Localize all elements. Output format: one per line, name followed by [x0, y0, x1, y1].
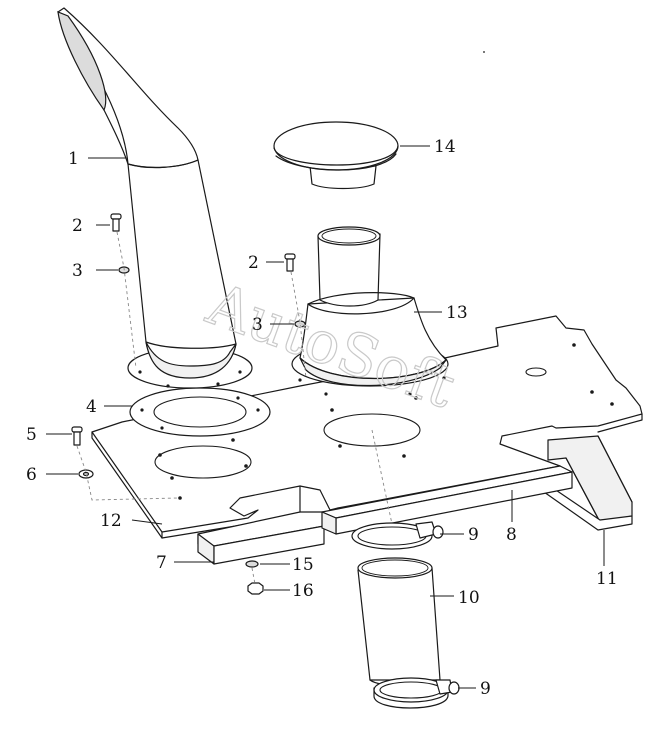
- washer-15: [245, 560, 259, 568]
- callout-11: 11: [596, 569, 618, 589]
- elbow-pipe-13: [291, 226, 449, 396]
- callout-7: 7: [156, 553, 167, 573]
- callout-13: 13: [446, 303, 468, 323]
- assembly-guide-lines: [76, 231, 393, 585]
- hose-clamp-9-upper: [351, 521, 444, 550]
- gasket-4: [129, 387, 271, 437]
- hose-clamp-9-lower: [373, 677, 460, 709]
- callout-10: 10: [458, 588, 480, 608]
- speck: [483, 51, 485, 53]
- lower-pipe-10: [357, 557, 441, 687]
- callout-9-lower: 9: [480, 679, 491, 699]
- washer-6: [78, 469, 94, 479]
- bracket-7: [197, 485, 325, 565]
- callout-9-upper: 9: [468, 525, 479, 545]
- callout-3-left: 3: [72, 261, 83, 281]
- callout-16: 16: [292, 581, 314, 601]
- callout-12: 12: [100, 511, 122, 531]
- callout-14: 14: [434, 137, 456, 157]
- bolt-2-right: [284, 253, 296, 272]
- callout-15: 15: [292, 555, 314, 575]
- leader-lines: [46, 145, 605, 689]
- callout-4: 4: [86, 397, 97, 417]
- callout-2-right: 2: [248, 253, 259, 273]
- bolt-2-left: [110, 213, 122, 232]
- nut-16: [247, 582, 264, 595]
- callout-labels: 1 2 2 3 3 4 5 6 7 8 9 9 10 11 12 13 14 1…: [26, 137, 618, 699]
- callout-2-left: 2: [72, 216, 83, 236]
- callout-5: 5: [26, 425, 37, 445]
- callout-8: 8: [506, 525, 517, 545]
- bracket-8: [321, 465, 573, 535]
- rain-cap-14: [273, 121, 399, 190]
- callout-6: 6: [26, 465, 37, 485]
- exhaust-stack-pipe-1: [57, 7, 253, 389]
- callout-1: 1: [68, 149, 79, 169]
- bolt-5: [71, 426, 83, 446]
- callout-3-right: 3: [252, 315, 263, 335]
